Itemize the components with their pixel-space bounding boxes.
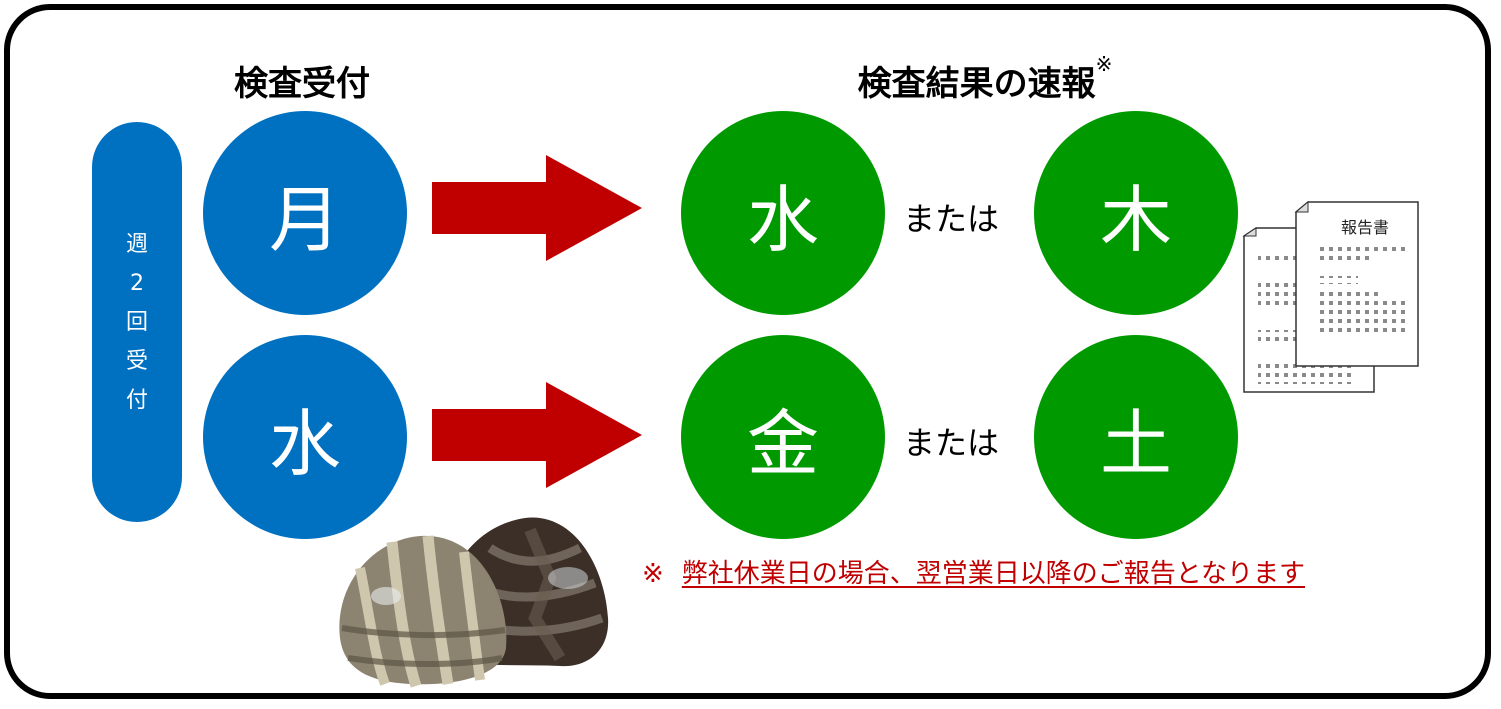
results-heading-text: 検査結果の速報 (857, 64, 1096, 104)
footnote-mark: ※ (642, 559, 664, 589)
clams-illustration (339, 517, 609, 688)
or-label: または (903, 424, 1000, 462)
or-label: または (903, 200, 1000, 238)
reception-heading: 検査受付 (234, 64, 370, 104)
receive-day-circle: 月 (203, 111, 407, 315)
side-label-char: 回 (125, 309, 148, 335)
results-heading-mark: ※ (1095, 52, 1113, 76)
result-day-circle: 水 (681, 111, 885, 315)
footnote: ※ 弊社休業日の場合、翌営業日以降のご報告となります (642, 553, 1305, 590)
side-label-char: 受 (125, 348, 148, 374)
side-label-char: 付 (125, 387, 148, 413)
receive-day-circle: 水 (203, 335, 407, 539)
side-label-char: 週 (125, 231, 148, 257)
weekly-twice-label: 週 2 回 受 付 (92, 122, 182, 522)
side-label-char: 2 (130, 270, 144, 296)
result-day-circle: 木 (1034, 111, 1238, 315)
report-document-icon: 報告書 (1242, 200, 1419, 393)
report-document-label: 報告書 (1341, 218, 1389, 237)
result-day-circle: 土 (1034, 335, 1238, 539)
results-heading: 検査結果の速報※ (820, 52, 1150, 105)
arrow-right-icon (432, 155, 642, 261)
result-day-circle: 金 (681, 335, 885, 539)
footnote-text: 弊社休業日の場合、翌営業日以降のご報告となります (681, 559, 1306, 589)
arrow-right-icon (432, 382, 642, 488)
